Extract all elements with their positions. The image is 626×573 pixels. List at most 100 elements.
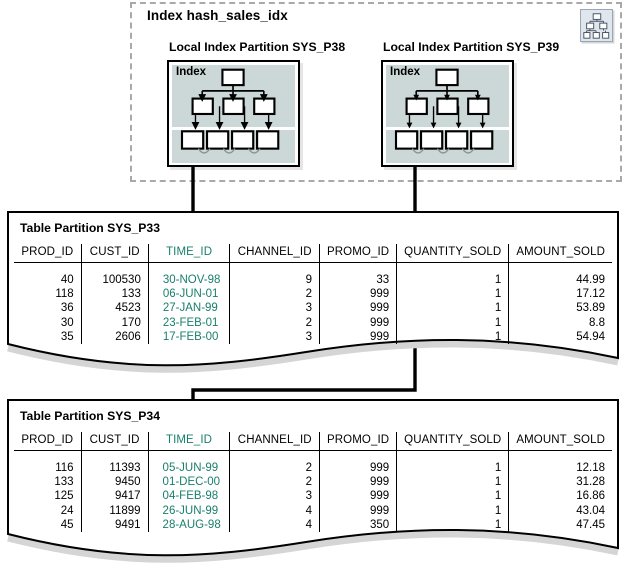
table-row: 133 9450 01-DEC-00 2 999 1 31.28	[14, 475, 612, 490]
table-header-row: PROD_ID CUST_ID TIME_ID CHANNEL_ID PROMO…	[14, 244, 612, 263]
btree-glyph-p39	[394, 68, 494, 154]
table-spacer-row	[14, 450, 612, 461]
column-header-quantity-sold: QUANTITY_SOLD	[396, 244, 510, 263]
cell-prod-id: 30	[14, 315, 82, 330]
cell-prod-id: 118	[14, 287, 82, 302]
cell-time-id: 05-JUN-99	[148, 461, 231, 476]
table-row: 36 4523 27-JAN-99 3 999 1 53.89	[14, 301, 612, 316]
cell-amount-sold: 31.28	[576, 476, 605, 489]
cell-prod-id: 116	[14, 461, 82, 476]
cell-amount-sold: 8.8	[589, 316, 605, 329]
table-partition-card-sys-p34: Table Partition SYS_P34 PROD_ID CUST_ID …	[6, 398, 620, 563]
hierarchy-icon	[580, 9, 613, 42]
cell-quantity-sold: 1	[396, 287, 510, 302]
cell-amount-sold: 53.89	[576, 302, 605, 315]
cell-channel-id: 2	[229, 475, 320, 490]
partition-title: Table Partition SYS_P33	[20, 221, 160, 235]
cell-cust-id: 100530	[81, 273, 149, 288]
table-row: 40 100530 30-NOV-98 9 33 1 44.99	[14, 273, 612, 288]
index-box-label: Index	[176, 66, 207, 78]
cell-prod-id: 40	[14, 273, 82, 288]
cell-quantity-sold: 1	[396, 503, 510, 518]
cell-time-id: 28-AUG-98	[148, 517, 231, 533]
cell-amount-sold: 47.45	[576, 518, 605, 531]
cell-quantity-sold: 1	[396, 301, 510, 316]
table-row: 116 11393 05-JUN-99 2 999 1 12.18	[14, 461, 612, 476]
cell-prod-id: 36	[14, 301, 82, 316]
btree-glyph-p38	[180, 68, 280, 154]
cell-time-id: 04-FEB-98	[148, 489, 231, 504]
cell-prod-id: 133	[14, 475, 82, 490]
cell-promo-id: 33	[319, 273, 398, 288]
cell-promo-id: 999	[319, 315, 398, 330]
partition-title: Table Partition SYS_P34	[20, 409, 160, 423]
table-row: 35 2606 17-FEB-00 3 999 1 54.94	[14, 329, 612, 345]
cell-time-id: 17-FEB-00	[148, 329, 231, 345]
local-index-partition-label-p39: Local Index Partition SYS_P39	[383, 40, 560, 54]
partition-table-sys-p33: PROD_ID CUST_ID TIME_ID CHANNEL_ID PROMO…	[14, 244, 612, 345]
cell-prod-id: 35	[14, 329, 82, 345]
partition-table-sys-p34: PROD_ID CUST_ID TIME_ID CHANNEL_ID PROMO…	[14, 432, 612, 533]
column-header-prod-id: PROD_ID	[14, 244, 82, 263]
column-header-promo-id: PROMO_ID	[319, 244, 398, 263]
table-partition-card-sys-p33: Table Partition SYS_P33 PROD_ID CUST_ID …	[6, 210, 620, 373]
cell-promo-id: 999	[319, 475, 398, 490]
column-header-amount-sold: AMOUNT_SOLD	[508, 432, 612, 451]
column-header-quantity-sold: QUANTITY_SOLD	[396, 432, 510, 451]
cell-cust-id: 9417	[81, 489, 149, 504]
cell-quantity-sold: 1	[396, 315, 510, 330]
column-header-cust-id: CUST_ID	[81, 432, 149, 451]
cell-prod-id: 125	[14, 489, 82, 504]
cell-time-id: 23-FEB-01	[148, 315, 231, 330]
cell-cust-id: 9450	[81, 475, 149, 490]
table-row: 125 9417 04-FEB-98 3 999 1 16.86	[14, 489, 612, 504]
column-header-channel-id: CHANNEL_ID	[229, 432, 320, 451]
cell-quantity-sold: 1	[396, 273, 510, 288]
cell-promo-id: 999	[319, 287, 398, 302]
cell-amount-sold: 17.12	[576, 288, 605, 301]
column-header-channel-id: CHANNEL_ID	[229, 244, 320, 263]
cell-cust-id: 11899	[81, 503, 149, 518]
cell-time-id: 27-JAN-99	[148, 301, 231, 316]
cell-promo-id: 999	[319, 489, 398, 504]
column-header-promo-id: PROMO_ID	[319, 432, 398, 451]
cell-amount-sold: 44.99	[576, 274, 605, 286]
cell-time-id: 01-DEC-00	[148, 475, 231, 490]
table-row: 30 170 23-FEB-01 2 999 1 8.8	[14, 315, 612, 330]
cell-cust-id: 4523	[81, 301, 149, 316]
cell-cust-id: 2606	[81, 329, 149, 345]
cell-channel-id: 2	[229, 315, 320, 330]
cell-amount-sold: 16.86	[576, 490, 605, 503]
cell-quantity-sold: 1	[396, 475, 510, 490]
cell-quantity-sold: 1	[396, 517, 510, 533]
cell-promo-id: 999	[319, 301, 398, 316]
table-row: 118 133 06-JUN-01 2 999 1 17.12	[14, 287, 612, 302]
cell-channel-id: 4	[229, 517, 320, 533]
table-header-row: PROD_ID CUST_ID TIME_ID CHANNEL_ID PROMO…	[14, 432, 612, 451]
cell-time-id: 30-NOV-98	[148, 273, 231, 288]
cell-cust-id: 170	[81, 315, 149, 330]
cell-prod-id: 45	[14, 517, 82, 533]
table-row: 45 9491 28-AUG-98 4 350 1 47.45	[14, 517, 612, 533]
cell-channel-id: 3	[229, 489, 320, 504]
cell-time-id: 26-JUN-99	[148, 503, 231, 518]
cell-cust-id: 9491	[81, 517, 149, 533]
column-header-prod-id: PROD_ID	[14, 432, 82, 451]
cell-cust-id: 11393	[81, 461, 149, 476]
cell-channel-id: 3	[229, 329, 320, 345]
column-header-amount-sold: AMOUNT_SOLD	[508, 244, 612, 263]
table-row: 24 11899 26-JUN-99 4 999 1 43.04	[14, 503, 612, 518]
index-box-sys-p39: Index	[381, 60, 514, 167]
cell-amount-sold: 54.94	[576, 330, 605, 343]
cell-quantity-sold: 1	[396, 461, 510, 476]
cell-channel-id: 2	[229, 461, 320, 476]
cell-time-id: 06-JUN-01	[148, 287, 231, 302]
hierarchy-icon-glyph	[583, 13, 610, 39]
column-header-time-id: TIME_ID	[148, 244, 231, 263]
table-spacer-row	[14, 262, 612, 273]
cell-promo-id: 999	[319, 503, 398, 518]
cell-channel-id: 9	[229, 273, 320, 288]
cell-channel-id: 2	[229, 287, 320, 302]
cell-channel-id: 4	[229, 503, 320, 518]
